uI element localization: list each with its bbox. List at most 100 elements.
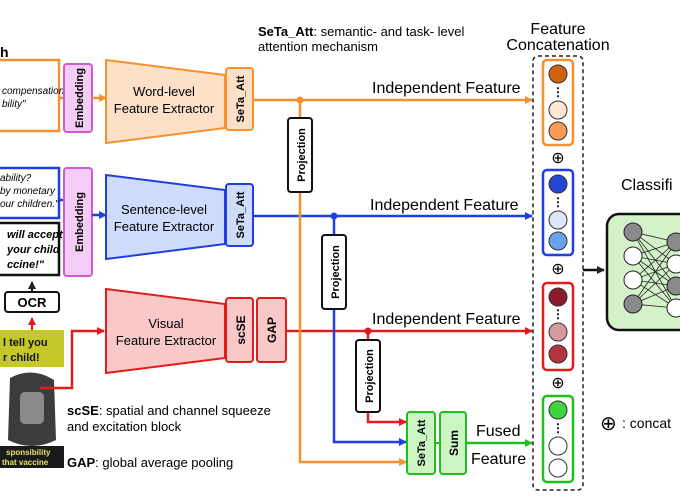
orange-projection-path: [298, 100, 407, 466]
orange-node-mid: [548, 100, 568, 120]
image-to-visual-arrow: [40, 327, 105, 390]
text-input-2-line1: ability?: [0, 173, 32, 184]
legend-scse-line1: scSE: spatial and channel squeeze: [67, 403, 271, 418]
red-node-top: [548, 287, 568, 307]
gap-block: GAP: [256, 297, 287, 363]
text-input-1-line1: compensation: [2, 86, 65, 97]
orange-branch-dot: [296, 96, 304, 104]
embedding-2-label: Embedding: [74, 192, 86, 252]
text-input-3-line2: your child: [6, 244, 60, 256]
word-level-extractor: Word-level Feature Extractor: [105, 58, 226, 145]
red-branch-dot: [364, 327, 372, 335]
meme-image: l tell you r child! sponsibility that va…: [0, 330, 64, 468]
scse-block: scSE: [225, 297, 254, 363]
classifier-input-node: [623, 294, 643, 314]
ocr-label: OCR: [18, 295, 48, 310]
classifier-input-node: [623, 270, 643, 290]
gap-label: GAP: [265, 317, 279, 343]
concat-legend-symbol: ⊕: [600, 413, 617, 435]
legend-scse-line2: and excitation block: [67, 419, 182, 434]
concat-title-line2: Concatenation: [506, 37, 609, 54]
sum-label: Sum: [447, 430, 461, 456]
projection-block-orange: Projection: [287, 117, 313, 193]
text-input-2: ability? by monetary our children.": [0, 166, 61, 220]
green-node-mid: [548, 436, 568, 456]
text-input-1: compensation bility": [0, 58, 65, 133]
visual-extractor: Visual Feature Extractor: [105, 287, 226, 375]
red-ellipsis: ⋮: [552, 307, 564, 321]
red-node-mid: [548, 322, 568, 342]
seta-att-word-label: SeTa_Att: [235, 75, 247, 122]
orange-node-top: [548, 64, 568, 84]
text-input-2-line2: by monetary: [0, 186, 56, 197]
green-ellipsis: ⋮: [552, 421, 564, 435]
orange-node-bottom: [548, 121, 568, 141]
concat-dashed-frame: [532, 55, 584, 491]
concat-title-line1: Feature: [530, 21, 585, 38]
embedding-1-label: Embedding: [74, 68, 86, 128]
visual-extractor-line2: Feature Extractor: [116, 333, 217, 348]
blue-branch-dot: [330, 212, 338, 220]
orange-ellipsis: ⋮: [552, 85, 564, 99]
meme-caption-line2: r child!: [3, 352, 40, 364]
embedding-block-2: Embedding: [63, 167, 93, 277]
blue-node-mid: [548, 210, 568, 230]
meme-caption-band: [0, 330, 64, 367]
concat-legend-text: : concat: [622, 415, 671, 431]
fused-label-line1: Fused: [476, 423, 520, 440]
concat-symbol-1: ⊕: [551, 150, 564, 167]
projection-red-label: Projection: [364, 349, 376, 403]
classifier-hidden-node: [666, 232, 680, 252]
sentence-extractor-line2: Feature Extractor: [114, 219, 215, 234]
text-input-3-line1: will accept: [7, 229, 64, 241]
independent-feature-label-3: Independent Feature: [372, 311, 521, 328]
seta-att-sentence-label: SeTa_Att: [235, 191, 247, 238]
text-input-3-line3: ccine!": [7, 259, 45, 271]
seta-att-sentence: SeTa_Att: [225, 183, 254, 247]
blue-node-top: [548, 174, 568, 194]
seta-definition-line2: attention mechanism: [258, 39, 378, 54]
seta-att-fusion: SeTa_Att: [406, 411, 436, 475]
seta-definition-line1: SeTa_Att: semantic- and task- level: [258, 24, 465, 39]
concat-symbol-2: ⊕: [551, 261, 564, 278]
legend-gap: GAP: global average pooling: [67, 455, 233, 470]
sum-block: Sum: [439, 411, 467, 475]
ocr-box: OCR: [4, 291, 60, 313]
meme-caption-line1: l tell you: [3, 337, 48, 349]
left-title-fragment: h: [0, 44, 9, 60]
blue-feature-vector: ⋮: [541, 168, 575, 257]
text-input-3: will accept your child ccine!": [0, 221, 64, 277]
projection-blue-label: Projection: [330, 245, 342, 299]
classifier-label: Classifi: [621, 177, 673, 194]
word-extractor-line2: Feature Extractor: [114, 101, 215, 116]
green-node-bottom: [548, 458, 568, 478]
classifier-input-node: [623, 222, 643, 242]
green-node-top: [548, 400, 568, 420]
concat-symbol-3: ⊕: [551, 375, 564, 392]
text-input-2-line3: our children.": [0, 199, 59, 210]
embedding-block-1: Embedding: [63, 63, 93, 133]
independent-feature-label-1: Independent Feature: [372, 80, 521, 97]
independent-feature-label-2: Independent Feature: [370, 197, 519, 214]
word-extractor-line1: Word-level: [133, 84, 195, 99]
meme-poster-line1: sponsibility: [6, 448, 51, 457]
projection-block-blue: Projection: [321, 234, 347, 310]
green-feature-vector: ⋮: [541, 394, 575, 484]
car-seat-cushion: [20, 392, 44, 424]
meme-poster-line2: that vaccine: [2, 458, 49, 467]
sentence-extractor-line1: Sentence-level: [121, 202, 207, 217]
blue-ellipsis: ⋮: [552, 195, 564, 209]
projection-orange-label: Projection: [296, 128, 308, 182]
classifier-hidden-node: [666, 254, 680, 274]
classifier-hidden-node: [666, 276, 680, 296]
visual-extractor-line1: Visual: [148, 316, 183, 331]
fused-label-line2: Feature: [471, 451, 526, 468]
orange-feature-vector: ⋮: [541, 58, 575, 147]
seta-att-word: SeTa_Att: [225, 67, 254, 131]
text-input-1-line2: bility": [2, 99, 26, 110]
seta-att-fusion-label: SeTa_Att: [416, 419, 428, 466]
projection-block-red: Projection: [355, 339, 381, 413]
meme-poster-band: [0, 446, 64, 468]
